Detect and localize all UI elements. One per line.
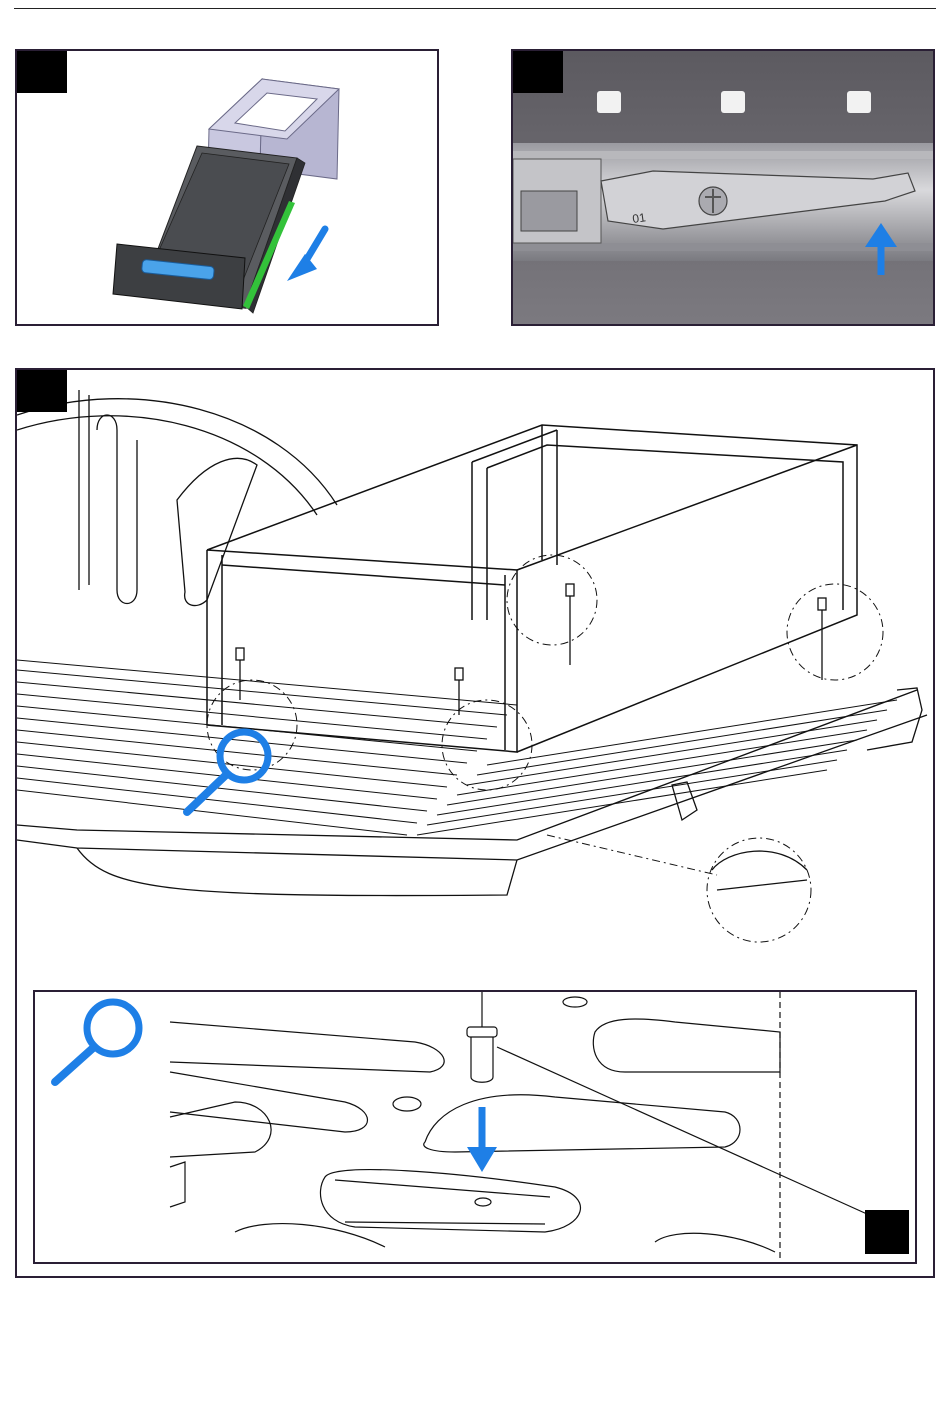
- detail-illustration: [35, 992, 917, 1264]
- magnifier-icon: [55, 1002, 139, 1082]
- cabinet-floor-illustration: [17, 370, 935, 990]
- panel-cabinet-mounting: [15, 368, 935, 1278]
- panel-rail-release: 01: [511, 49, 935, 326]
- panel-drawer-removal: [15, 49, 439, 326]
- detail-inset: [33, 990, 917, 1264]
- step-number-box: [17, 51, 67, 93]
- callout-number-box: [865, 1210, 909, 1254]
- step-number-box: [513, 51, 563, 93]
- step-number-box: [17, 370, 67, 412]
- drawer-illustration: [17, 51, 439, 326]
- top-rule: [14, 8, 936, 9]
- arrow-down-icon: [467, 1107, 497, 1172]
- svg-text:01: 01: [631, 210, 646, 226]
- arrow-down-left-icon: [287, 229, 325, 281]
- magnifier-icon: [187, 732, 268, 812]
- rail-photo: 01: [513, 51, 935, 326]
